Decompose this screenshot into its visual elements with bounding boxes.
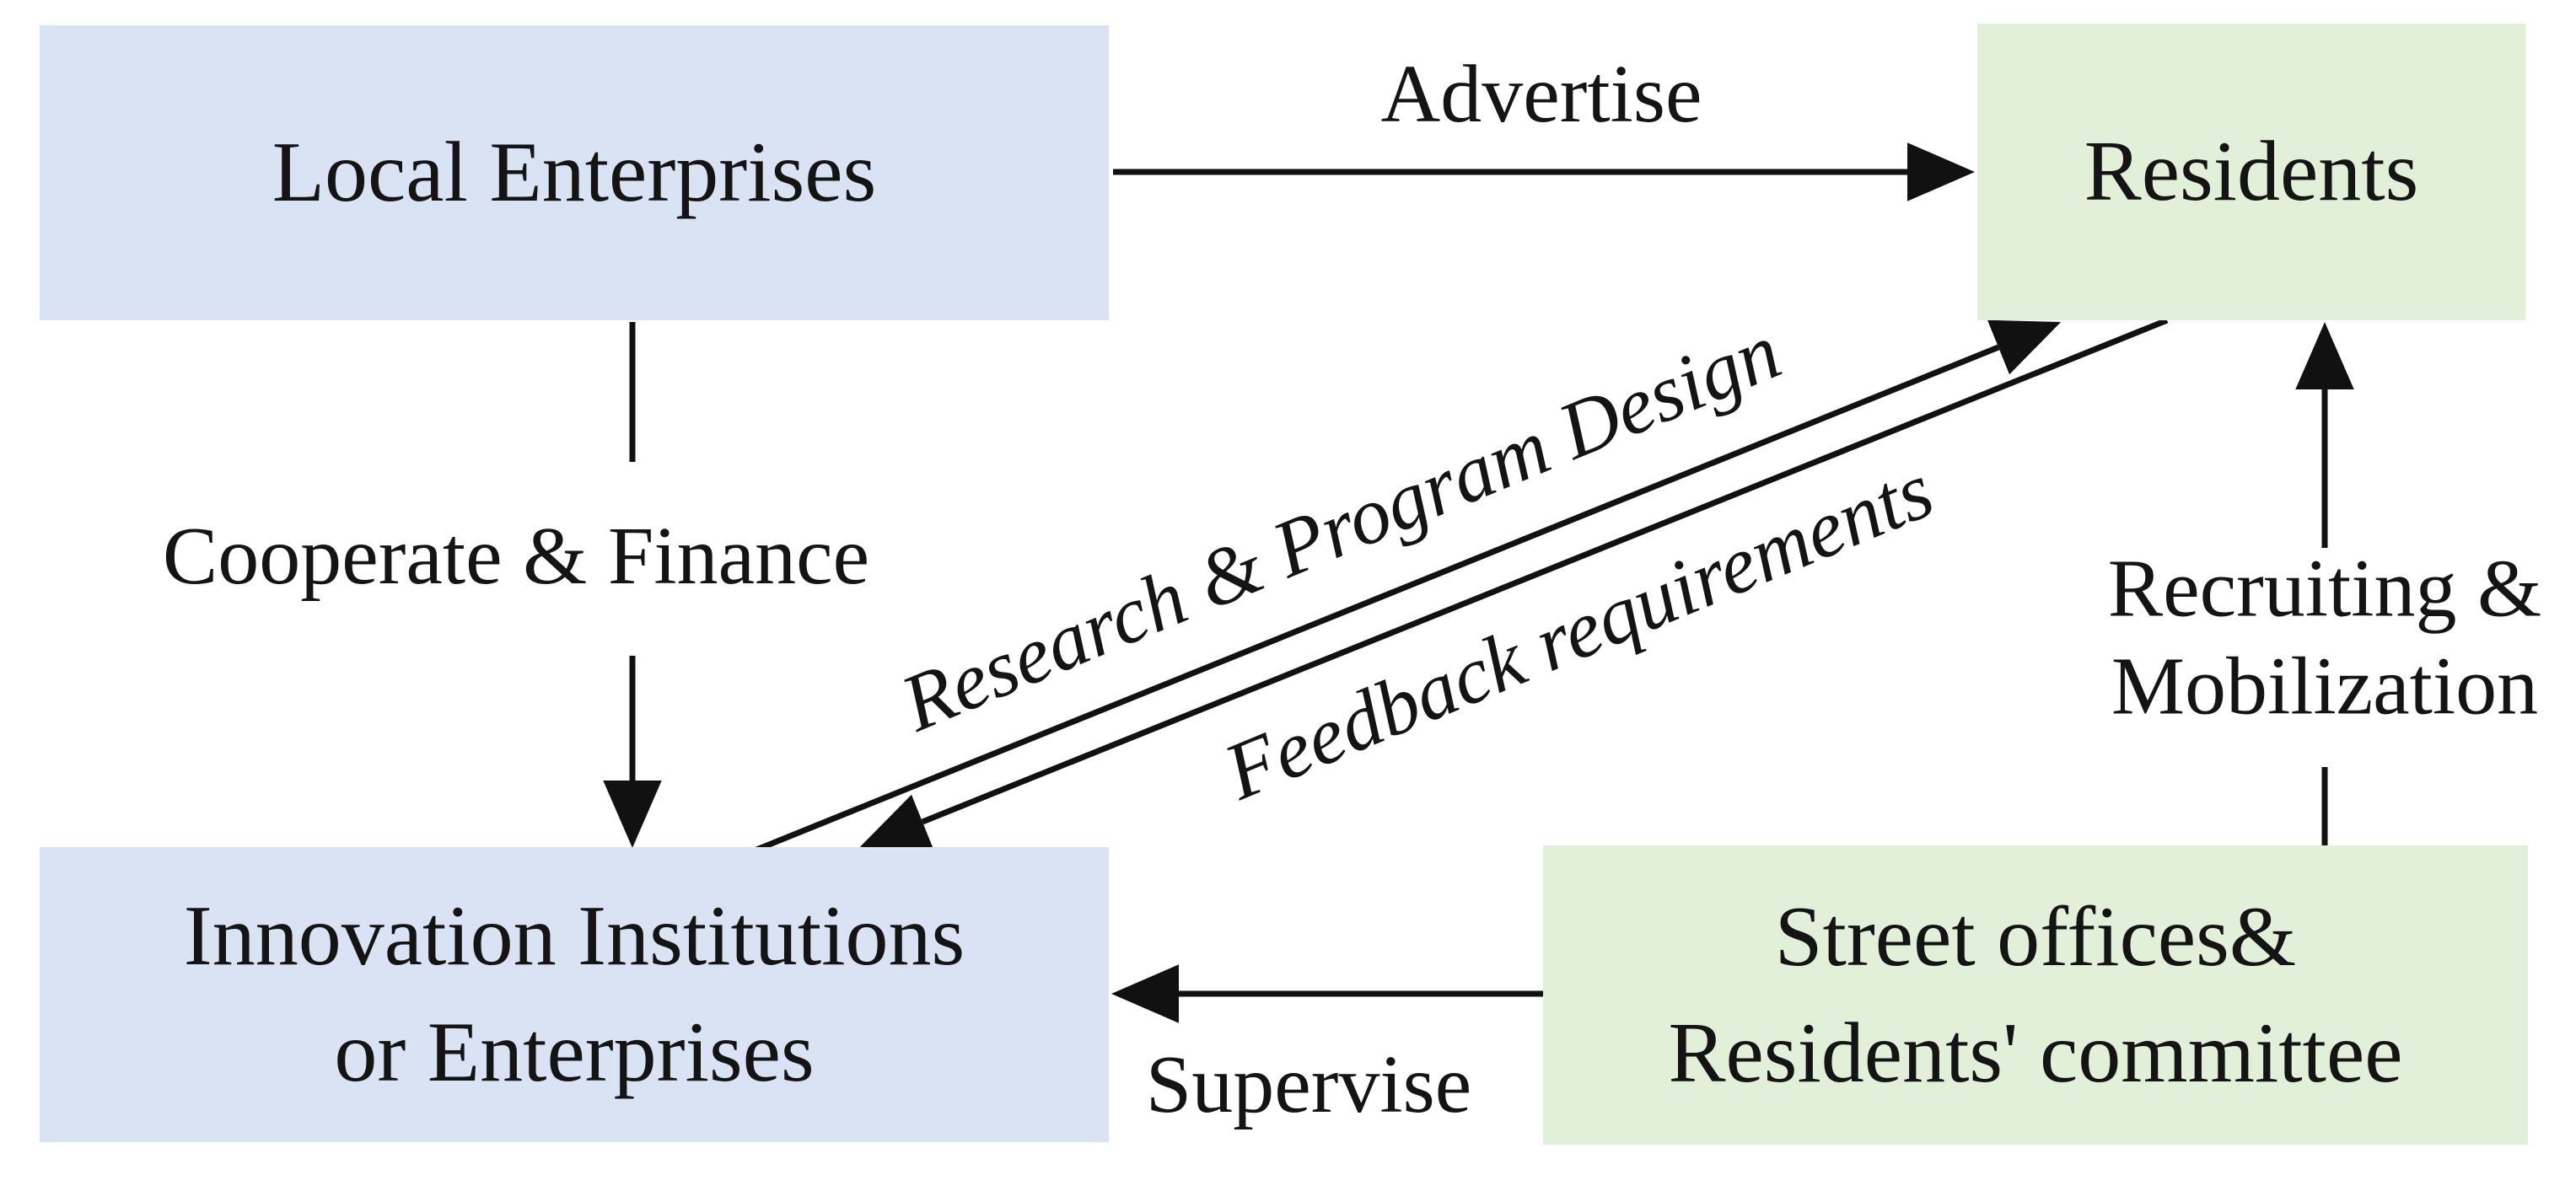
- node-innovation-institutions-label: Innovation Institutions or Enterprises: [184, 878, 965, 1110]
- feedback-requirements-arrow: [859, 317, 2169, 850]
- research-program-design-arrow: [745, 319, 2062, 857]
- node-street-offices-label: Street offices& Residents' committee: [1668, 879, 2402, 1111]
- recruiting-mobilization-line2: Mobilization: [2111, 641, 2539, 732]
- supervise-label: Supervise: [1145, 1039, 1472, 1130]
- node-street-offices-line2: Residents' committee: [1668, 1005, 2403, 1101]
- node-innovation-institutions: Innovation Institutions or Enterprises: [40, 847, 1109, 1142]
- node-local-enterprises-label: Local Enterprises: [272, 125, 877, 221]
- node-innovation-institutions-line1: Innovation Institutions: [183, 888, 965, 984]
- recruiting-mobilization-label: Recruiting & Mobilization: [2108, 540, 2541, 735]
- node-residents-label: Residents: [2084, 124, 2419, 220]
- node-local-enterprises: Local Enterprises: [40, 25, 1109, 320]
- advertise-label: Advertise: [1380, 49, 1702, 140]
- node-innovation-institutions-line2: or Enterprises: [334, 1005, 815, 1100]
- node-street-offices-line1: Street offices&: [1774, 888, 2297, 984]
- cooperate-finance-label: Cooperate & Finance: [162, 511, 870, 602]
- node-residents: Residents: [1977, 24, 2525, 320]
- node-street-offices: Street offices& Residents' committee: [1543, 845, 2528, 1145]
- recruiting-mobilization-line1: Recruiting &: [2107, 543, 2542, 635]
